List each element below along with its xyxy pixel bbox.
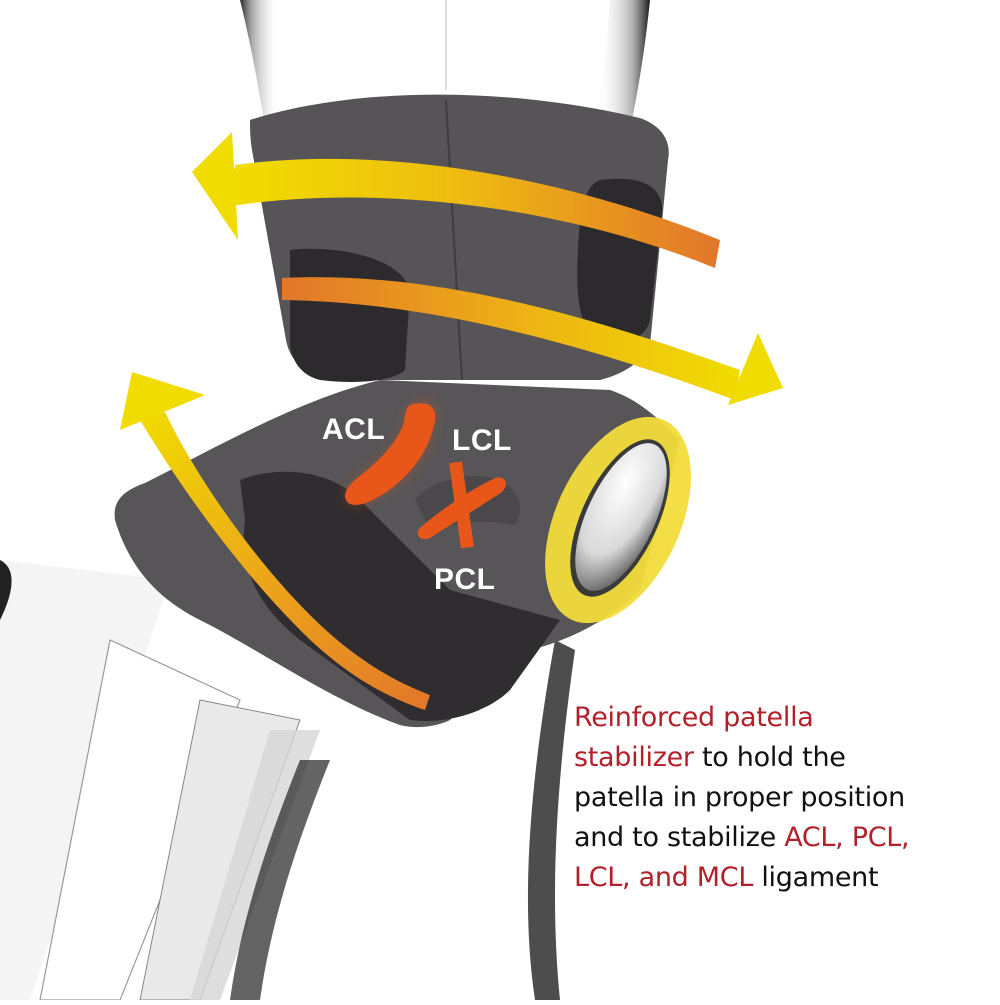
caption-text: to hold the (693, 742, 846, 773)
lower-diagonal-arrow-icon (120, 372, 430, 710)
caption-highlight: LCL, and MCL (574, 862, 754, 893)
caption-text: and to stabilize (574, 822, 785, 853)
lcl-label: LCL (452, 424, 512, 457)
acl-label: ACL (322, 413, 386, 446)
caption-line-5: LCL, and MCL ligament (574, 858, 974, 898)
caption-line-2: stabilizer to hold the (574, 738, 974, 778)
pcl-label: PCL (434, 563, 496, 596)
caption-line-4: and to stabilize ACL, PCL, (574, 818, 974, 858)
middle-right-arrow-icon (282, 277, 783, 405)
acl-ligament-icon (345, 401, 436, 505)
caption-highlight: stabilizer (574, 742, 694, 773)
feature-caption: Reinforced patella stabilizer to hold th… (574, 698, 974, 898)
caption-line-1: Reinforced patella (574, 698, 974, 738)
caption-highlight: Reinforced patella (574, 702, 814, 733)
caption-text: ligament (753, 862, 879, 893)
upper-left-arrow-icon (192, 132, 720, 268)
caption-highlight: ACL, PCL, (784, 822, 910, 853)
caption-line-3: patella in proper position (574, 782, 905, 813)
lower-leg-shapes (0, 560, 575, 1001)
pcl-lcl-ligament-icon (417, 461, 506, 549)
patella-stabilizer-ring (545, 416, 691, 624)
